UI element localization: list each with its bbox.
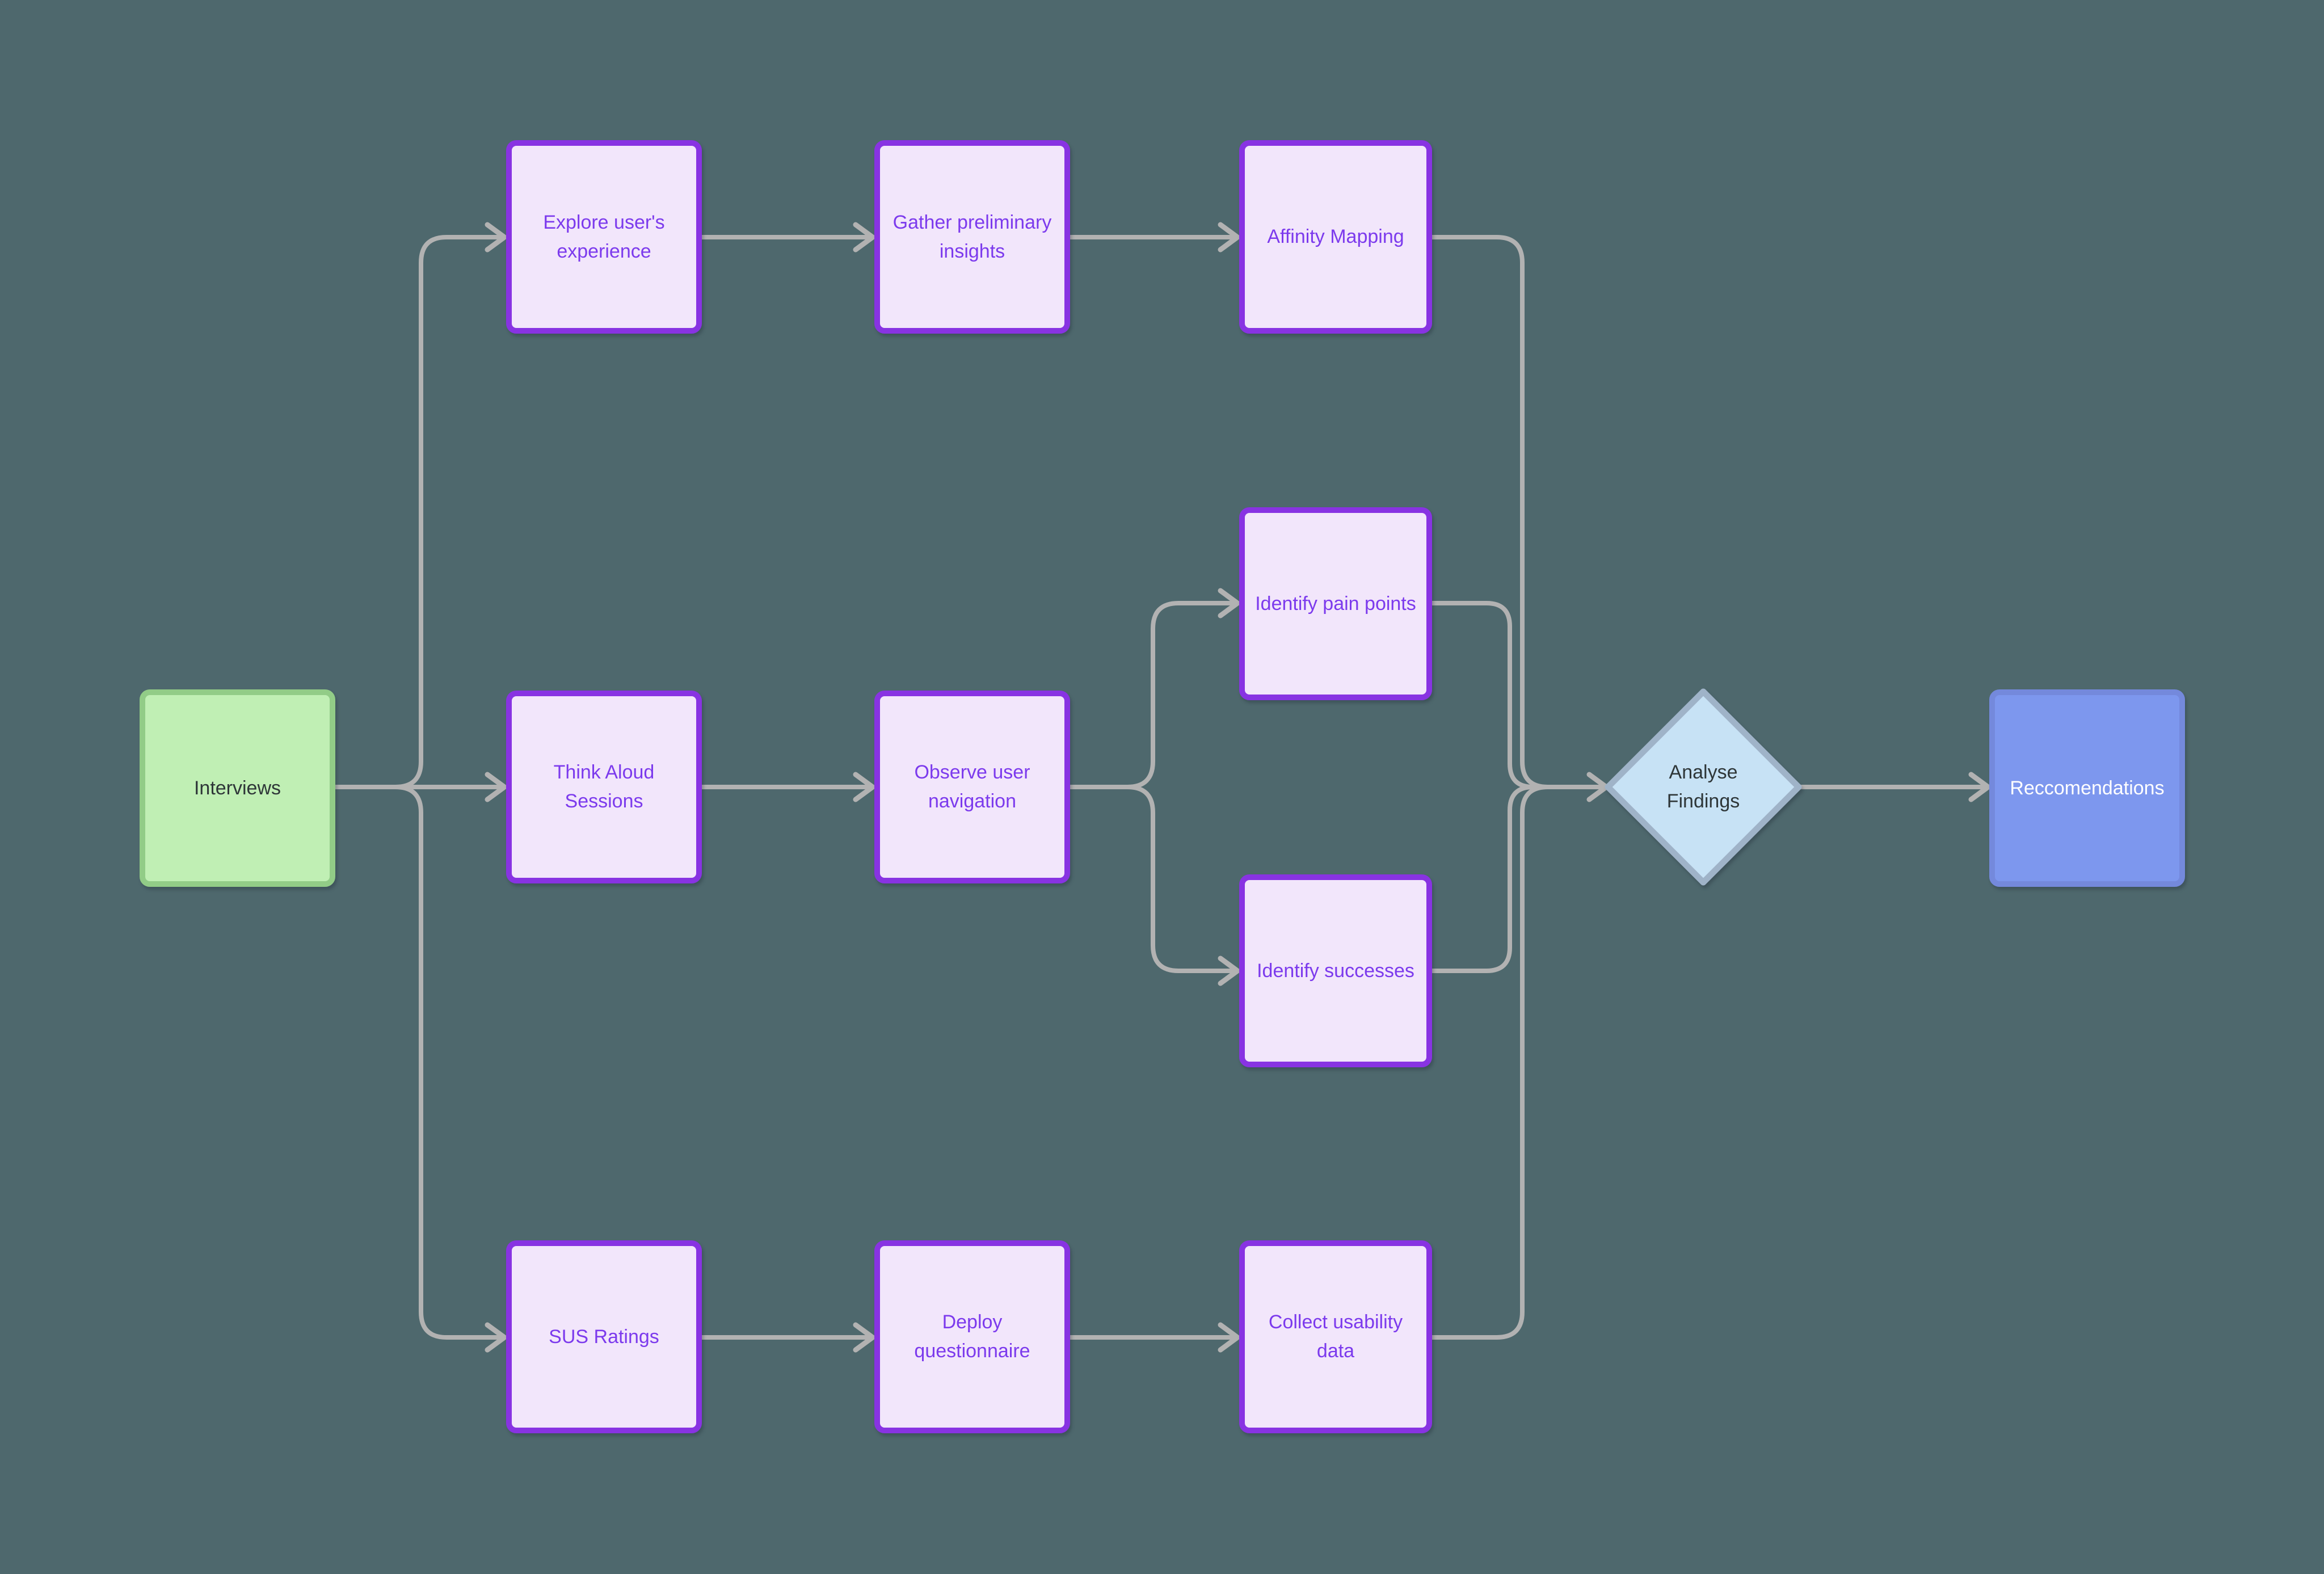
- node-analyse-findings-label: Analyse Findings: [1666, 761, 1740, 812]
- node-affinity-mapping: Affinity Mapping: [1239, 140, 1432, 334]
- node-collect-usability-data-label: Collect usability data: [1268, 1311, 1403, 1362]
- node-reccomendations-label: Reccomendations: [2010, 777, 2165, 799]
- node-observe-user-navigation: Observe user navigation: [874, 691, 1070, 883]
- node-think-aloud-sessions-label: Think Aloud Sessions: [553, 761, 655, 812]
- edge-interviews-sus: [333, 785, 504, 1340]
- node-identify-successes-label: Identify successes: [1257, 959, 1414, 982]
- node-deploy-questionnaire-label: Deploy questionnaire: [914, 1311, 1030, 1362]
- node-gather-preliminary-insights-label: Gather preliminary insights: [892, 211, 1052, 262]
- node-identify-pain-points-label: Identify pain points: [1255, 592, 1416, 615]
- edge-successes-analyse: [1430, 785, 1606, 973]
- node-sus-ratings: SUS Ratings: [506, 1240, 702, 1433]
- node-analyse-findings: Analyse Findings: [1652, 730, 1754, 844]
- edge-observe-successes: [1065, 785, 1237, 973]
- node-think-aloud-sessions: Think Aloud Sessions: [506, 691, 702, 883]
- node-sus-ratings-label: SUS Ratings: [549, 1325, 659, 1348]
- edge-observe-pain: [1065, 601, 1237, 789]
- node-identify-pain-points: Identify pain points: [1239, 507, 1432, 700]
- node-collect-usability-data: Collect usability data: [1239, 1240, 1432, 1433]
- node-explore-users-experience: Explore user's experience: [506, 140, 702, 334]
- arrowhead-collect: [1218, 1322, 1240, 1353]
- node-analyse-findings-shape: [1605, 688, 1802, 886]
- node-observe-user-navigation-label: Observe user navigation: [914, 761, 1030, 812]
- edge-interviews-explore: [333, 235, 504, 789]
- node-identify-successes: Identify successes: [1239, 874, 1432, 1067]
- node-interviews-label: Interviews: [193, 777, 281, 799]
- edge-collect-analyse: [1430, 785, 1606, 1340]
- arrowhead-think: [485, 772, 507, 802]
- arrowhead-recc: [1968, 772, 1991, 802]
- node-gather-preliminary-insights: Gather preliminary insights: [874, 140, 1070, 334]
- arrowhead-pain: [1218, 588, 1240, 618]
- arrowhead-deploy: [853, 1322, 875, 1353]
- arrowhead-observe: [853, 772, 875, 802]
- edge-affinity-analyse: [1430, 235, 1606, 789]
- arrowhead-affinity: [1218, 222, 1240, 252]
- node-explore-users-experience-label: Explore user's experience: [543, 211, 665, 262]
- arrowhead-gather: [853, 222, 875, 252]
- edge-pain-analyse: [1430, 601, 1606, 789]
- node-reccomendations: Reccomendations: [1989, 689, 2185, 887]
- node-interviews: Interviews: [140, 689, 335, 887]
- arrowhead-successes: [1218, 956, 1240, 986]
- arrowhead-explore: [485, 222, 507, 252]
- node-affinity-mapping-label: Affinity Mapping: [1267, 226, 1404, 247]
- node-deploy-questionnaire: Deploy questionnaire: [874, 1240, 1070, 1433]
- arrowhead-sus: [485, 1322, 507, 1353]
